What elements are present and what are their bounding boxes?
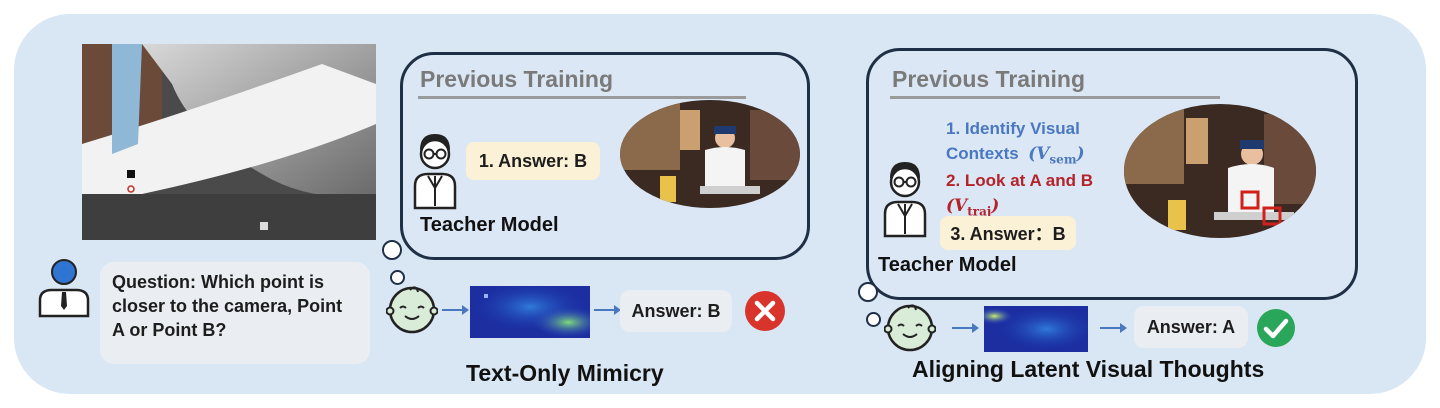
- left-arrow-2: [594, 305, 621, 315]
- step-identify-visual-contexts: 1. Identify Visual Contexts (Vsem): [946, 119, 1085, 167]
- point-b-marker: [260, 222, 268, 230]
- cross-icon: [744, 290, 786, 332]
- right-heatmap: [984, 306, 1088, 352]
- question-text: Question: Which point is closer to the c…: [112, 272, 343, 340]
- right-student-answer: Answer: A: [1134, 306, 1248, 348]
- right-teacher-label: Teacher Model: [878, 254, 1017, 276]
- right-arrow-2: [1100, 323, 1127, 333]
- right-arrow-1: [952, 323, 979, 333]
- user-icon: [34, 258, 94, 318]
- right-cooking-photo: [1124, 104, 1316, 238]
- point-a-marker: [127, 170, 135, 178]
- question-bubble: Question: Which point is closer to the c…: [100, 262, 370, 364]
- left-panel-title: Previous Training: [420, 66, 613, 92]
- right-panel-title: Previous Training: [892, 66, 1085, 92]
- left-cooking-photo: [620, 100, 800, 208]
- right-thought-bubble-small: [866, 312, 881, 327]
- right-step3-answer: 3. Answer：B: [940, 216, 1076, 250]
- left-heatmap: [470, 286, 590, 338]
- left-student-icon: [385, 284, 439, 336]
- right-student-icon: [883, 302, 937, 354]
- source-photo: [82, 44, 376, 240]
- left-teacher-answer: 1. Answer: B: [466, 142, 600, 180]
- teacher-icon: [410, 130, 460, 210]
- right-thought-bubble-large: [858, 282, 878, 302]
- left-teacher-label: Teacher Model: [420, 214, 559, 236]
- point-a-box: [1240, 190, 1260, 210]
- left-thought-bubble-large: [382, 240, 402, 260]
- left-title-rule: [418, 96, 746, 99]
- right-teacher-icon: [880, 158, 930, 238]
- left-caption: Text-Only Mimicry: [466, 360, 664, 386]
- right-caption: Aligning Latent Visual Thoughts: [912, 356, 1265, 382]
- left-thought-bubble-small: [390, 270, 405, 285]
- right-title-rule: [890, 96, 1220, 99]
- left-student-answer: Answer: B: [620, 290, 732, 332]
- step-look-at-a-and-b: 2. Look at A and B (Vtraj): [946, 171, 1094, 219]
- point-b-box: [1262, 206, 1282, 226]
- check-icon: [1256, 308, 1296, 348]
- left-arrow-1: [442, 305, 469, 315]
